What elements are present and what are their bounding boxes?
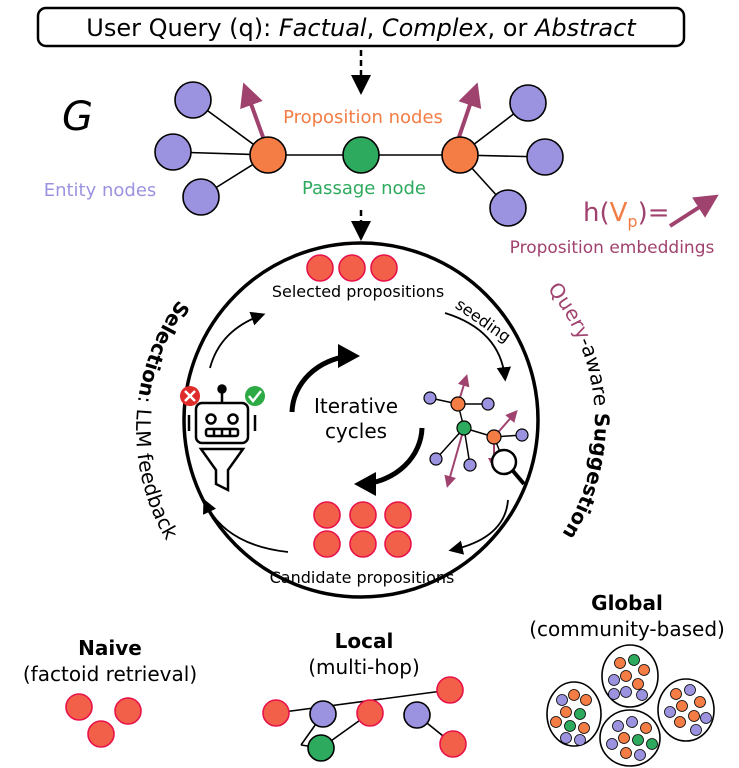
global-subtitle: (community-based) bbox=[529, 617, 725, 641]
selected-proposition bbox=[338, 254, 366, 282]
suggestion-to-candidates-arrow bbox=[448, 499, 509, 555]
candidate-propositions-nodes bbox=[313, 501, 412, 558]
candidates-to-selection-arrow bbox=[203, 498, 289, 553]
local-title: Local bbox=[335, 629, 394, 653]
naive-nodes bbox=[65, 693, 142, 748]
community-cluster bbox=[546, 681, 602, 747]
cycle-boundary bbox=[182, 241, 540, 599]
proposition-embeddings-label: Proposition embeddings bbox=[510, 238, 715, 258]
entity-node bbox=[154, 133, 192, 171]
query-text: User Query (q): Factual, Complex, or Abs… bbox=[86, 14, 637, 42]
embedding-formula: h(Vp)= bbox=[583, 198, 670, 231]
candidate-proposition bbox=[349, 501, 377, 529]
community-cluster bbox=[657, 678, 715, 742]
candidate-propositions-label: Candidate propositions bbox=[270, 568, 455, 587]
naive-node bbox=[114, 697, 142, 725]
passage-node-label: Passage node bbox=[302, 178, 426, 199]
entity-node bbox=[174, 81, 212, 119]
candidate-proposition bbox=[384, 530, 412, 558]
proposition-node-left bbox=[249, 136, 287, 174]
selected-proposition bbox=[306, 254, 334, 282]
embedding-arrow-left bbox=[240, 82, 265, 138]
proposition-nodes-label: Proposition nodes bbox=[283, 107, 443, 128]
entity-nodes-label: Entity nodes bbox=[44, 180, 157, 201]
robot-icon bbox=[187, 384, 257, 445]
naive-node bbox=[65, 693, 93, 721]
seeding-arrow bbox=[444, 312, 512, 382]
selected-propositions-label: Selected propositions bbox=[272, 282, 444, 301]
entity-node bbox=[526, 138, 564, 176]
reject-icon bbox=[180, 386, 200, 406]
feedback-to-selected-arrow bbox=[209, 311, 266, 369]
query-box bbox=[36, 6, 686, 48]
accept-icon bbox=[245, 386, 265, 406]
naive-title: Naive bbox=[78, 636, 142, 660]
candidate-proposition bbox=[313, 501, 341, 529]
passage-node bbox=[342, 136, 380, 174]
candidate-proposition bbox=[384, 501, 412, 529]
graph-symbol: G bbox=[62, 94, 93, 140]
seeding-label: seeding bbox=[452, 295, 514, 347]
naive-subtitle: (factoid retrieval) bbox=[23, 662, 197, 686]
candidate-proposition bbox=[349, 530, 377, 558]
query-aware-suggestion-curved-label: Query-aware Suggestion bbox=[543, 277, 614, 543]
selected-propositions-nodes bbox=[306, 254, 398, 282]
iterative-label-line2: cycles bbox=[325, 419, 387, 443]
embedding-arrow-right bbox=[457, 82, 482, 138]
entity-node bbox=[182, 178, 220, 216]
iterative-arrowhead-top bbox=[338, 344, 360, 368]
local-nodes bbox=[262, 676, 467, 762]
local-subtitle: (multi-hop) bbox=[308, 655, 420, 679]
iterative-label-line1: Iterative bbox=[314, 394, 398, 418]
magnifier-icon bbox=[490, 448, 526, 486]
entity-nodes bbox=[154, 81, 564, 227]
community-cluster bbox=[599, 709, 661, 767]
suggestion-graph-nodes bbox=[423, 391, 529, 472]
naive-node bbox=[87, 720, 115, 748]
global-title: Global bbox=[591, 591, 663, 615]
funnel-icon bbox=[198, 447, 246, 493]
proposition-node-right bbox=[441, 136, 479, 174]
community-cluster bbox=[601, 644, 659, 708]
iterative-arrowhead-bottom bbox=[354, 472, 376, 496]
entity-node bbox=[489, 189, 527, 227]
selected-proposition bbox=[370, 254, 398, 282]
entity-node bbox=[509, 84, 547, 122]
candidate-proposition bbox=[313, 530, 341, 558]
embedding-formula-arrow bbox=[668, 194, 719, 228]
